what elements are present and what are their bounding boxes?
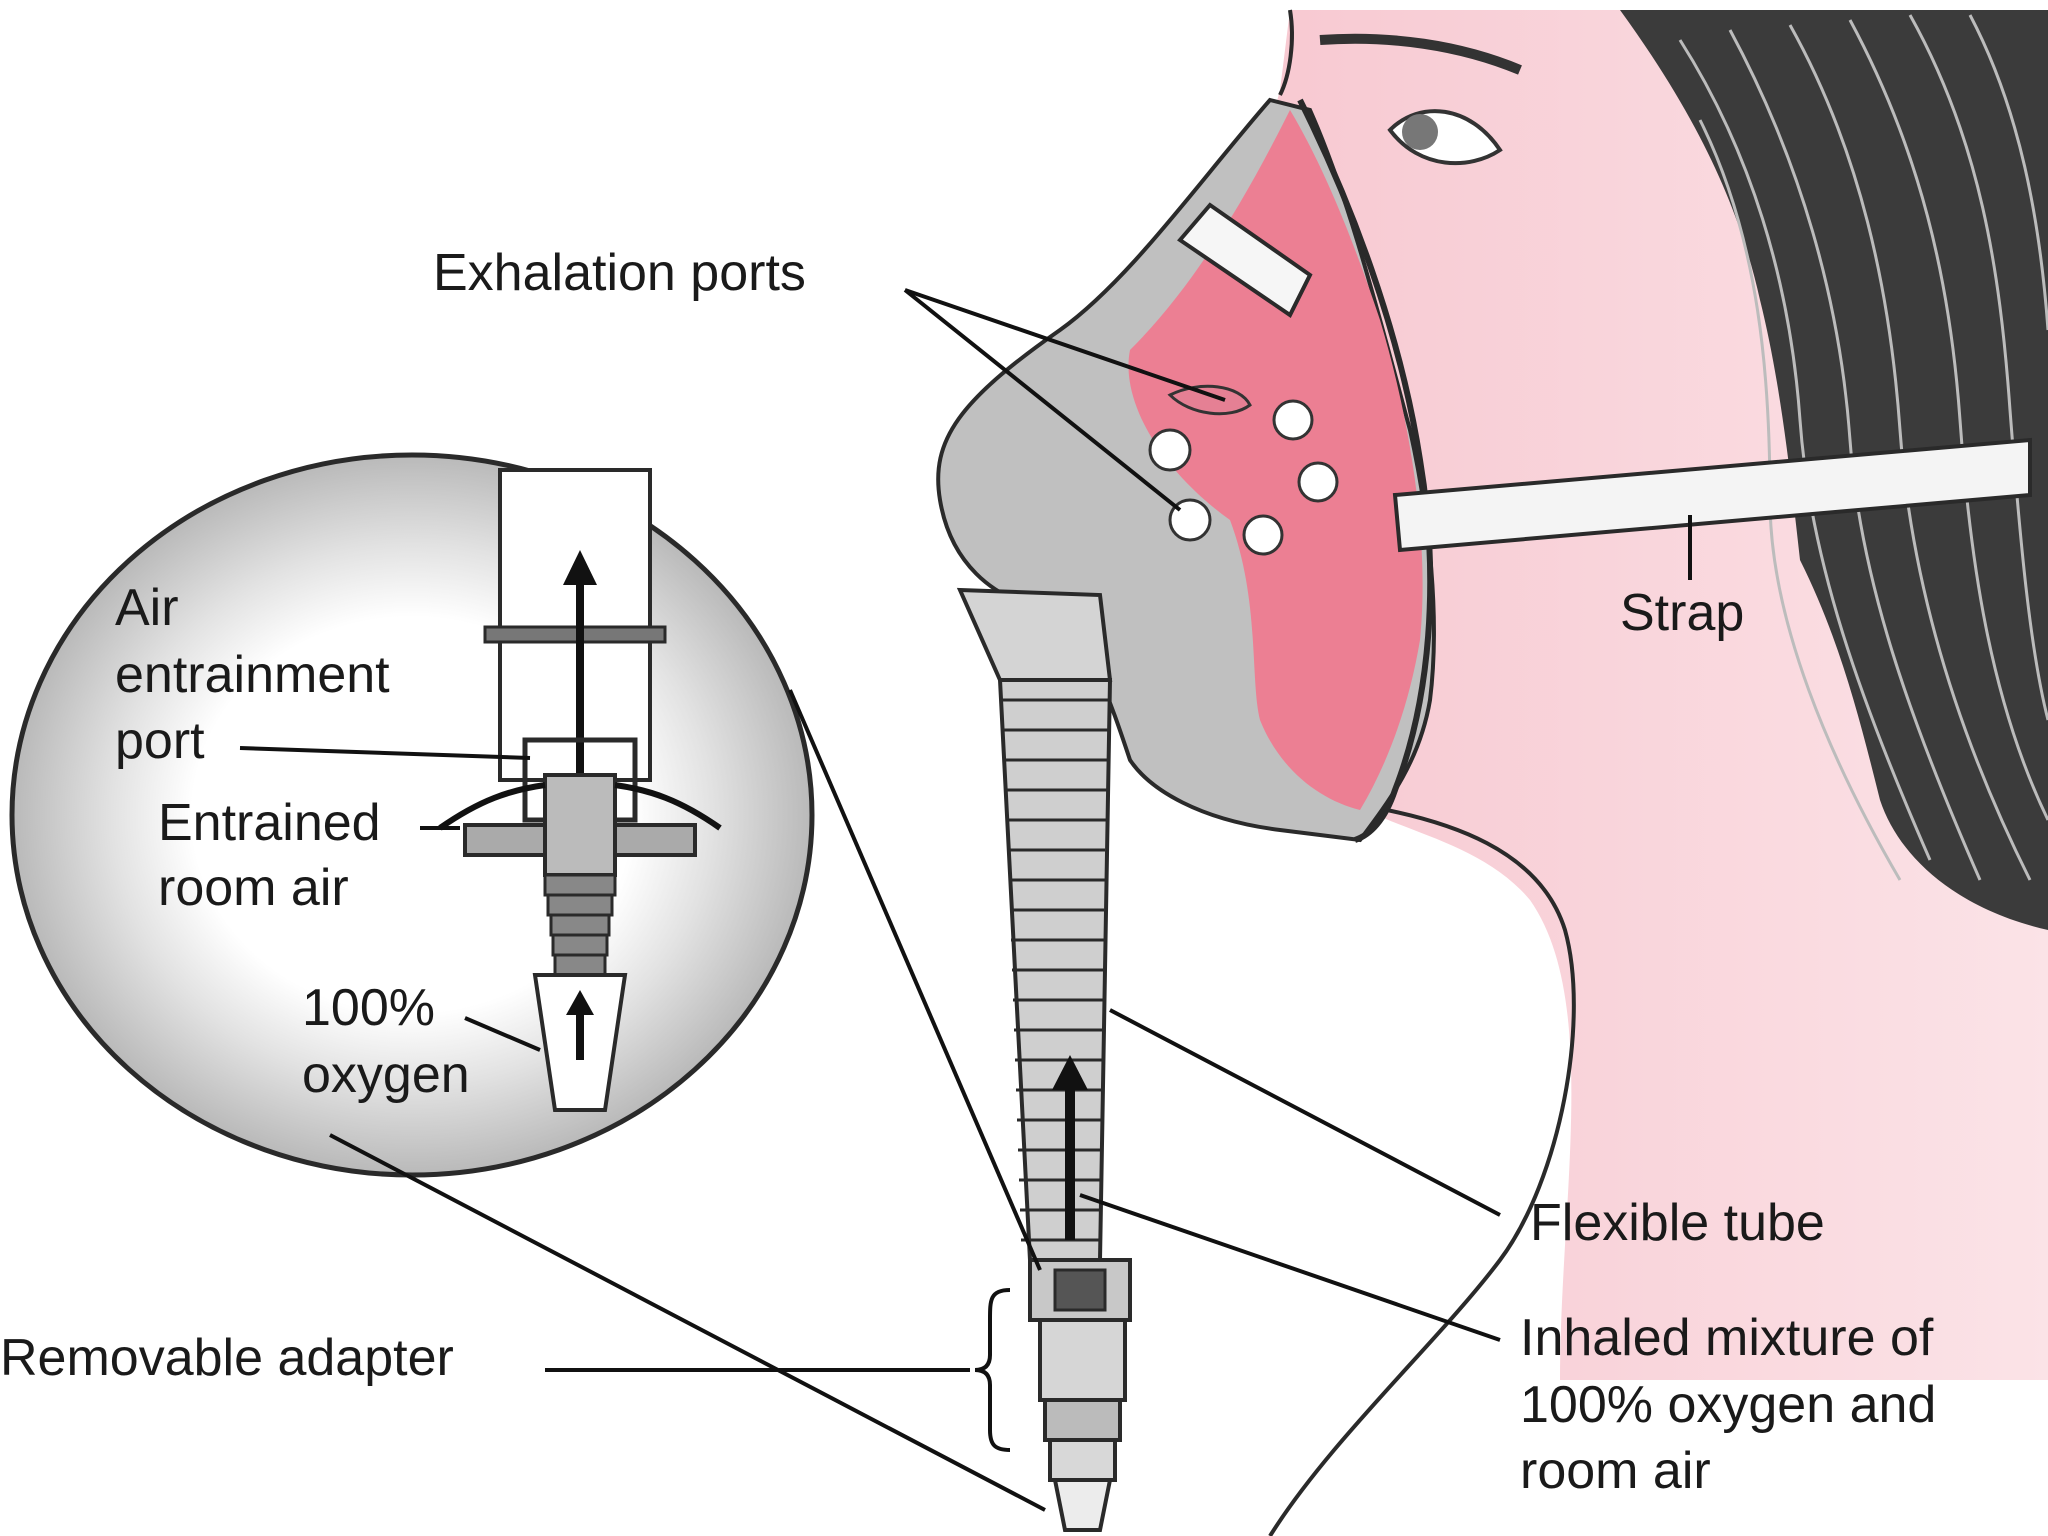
neck-outline [1268,803,1576,1536]
nostril [1167,384,1252,416]
label-inhaled-mixture-line1: Inhaled mixture of [1520,1309,1934,1367]
eyebrow [1319,33,1522,75]
label-entrained-room-air-line1: Entrained [158,794,381,852]
label-inhaled-mixture-line2: 100% oxygen and [1520,1376,1936,1434]
adapter-brace [974,1288,1011,1452]
label-air-entrainment-port-line1: Air [115,579,179,637]
label-100-oxygen-line1: 100% [302,979,435,1037]
label-exhalation-ports: Exhalation ports [433,244,806,302]
exhalation-ports [1148,399,1339,556]
flexible-tube [997,678,1113,1262]
label-entrained-room-air-line2: room air [158,859,349,917]
tube-flow-arrow-head [1052,1055,1088,1090]
mask-connector [956,587,1113,682]
leader-exhalation-2 [903,288,1182,512]
leader-air-entrainment [239,746,531,760]
strap [1392,437,2032,553]
inset-magnifier [9,452,815,1178]
magnifier-line-top [788,689,1042,1271]
mask-inner [1128,110,1423,810]
label-100-oxygen-line2: oxygen [302,1046,470,1104]
leader-flexible-tube [1109,1008,1501,1217]
label-air-entrainment-port-line3: port [115,712,205,770]
removable-adapter-part [1028,1258,1132,1532]
leader-inhaled-mixture [1079,1193,1501,1342]
label-removable-adapter: Removable adapter [0,1329,454,1387]
forehead-outline [1278,9,1294,96]
magnifier-line-bottom [329,1133,1046,1512]
nose-clip [1177,202,1313,318]
label-air-entrainment-port-line2: entrainment [115,646,390,704]
label-inhaled-mixture-line3: room air [1520,1442,1711,1500]
hair-strands [1678,14,2048,881]
leader-exhalation-1 [904,288,1226,402]
label-strap: Strap [1620,584,1744,642]
label-flexible-tube: Flexible tube [1530,1194,1825,1252]
leader-oxygen [464,1016,541,1052]
eye-iris [1402,114,1438,150]
